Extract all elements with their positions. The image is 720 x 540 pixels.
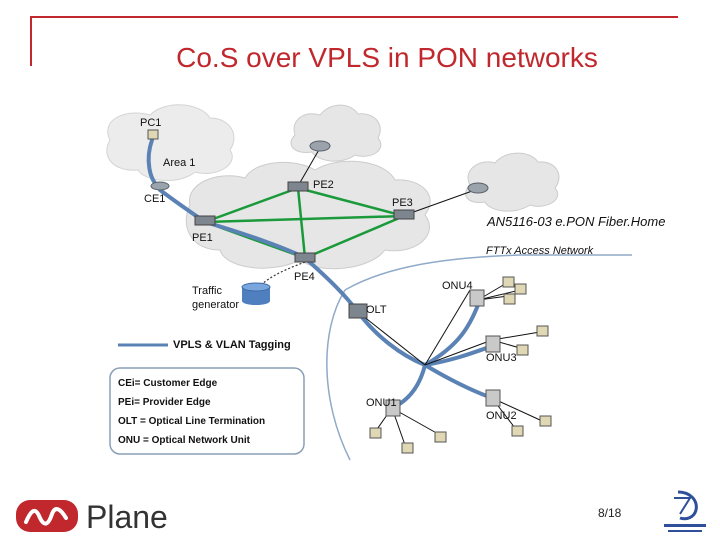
area-label: Area 1 — [163, 157, 195, 169]
pe2-label: PE2 — [313, 179, 334, 191]
plane-logo-mark — [16, 500, 78, 532]
page-number: 8/18 — [598, 506, 622, 520]
legend-item-onu: ONU = Optical Network Unit — [118, 435, 251, 446]
legend-item-olt: OLT = Optical Line Termination — [118, 416, 265, 427]
frame-top-line — [30, 16, 678, 18]
pc1-label: PC1 — [140, 117, 161, 129]
pc-icons — [369, 276, 552, 454]
onu-devices — [385, 289, 501, 417]
pe4-label: PE4 — [294, 271, 315, 283]
onu4-label: ONU4 — [442, 280, 473, 292]
vpls-tagging-label: VPLS & VLAN Tagging — [173, 339, 291, 351]
traffic-generator-icon — [241, 282, 271, 305]
pe3-label: PE3 — [392, 197, 413, 209]
onu2-label: ONU2 — [486, 410, 517, 422]
legend-box — [109, 367, 305, 455]
frame-left-line — [30, 16, 32, 66]
onu3-label: ONU3 — [486, 352, 517, 364]
legend-item-ce: CEi= Customer Edge — [118, 378, 218, 389]
eu-fp7-logo — [664, 490, 706, 532]
router-icons — [150, 140, 489, 194]
pc1-icon — [147, 129, 159, 140]
onu1-label: ONU1 — [366, 397, 397, 409]
plane-logo: Plane — [16, 499, 168, 535]
slide-title: Co.S over VPLS in PON networks — [176, 42, 598, 73]
switch-icons — [194, 181, 415, 319]
right-cloud — [465, 152, 560, 212]
fiberhome-label: AN5116-03 e.PON Fiber.Home — [486, 214, 665, 229]
core-cloud — [185, 160, 431, 270]
olt-label: OLT — [366, 304, 387, 316]
fttx-label: FTTx Access Network — [486, 245, 594, 257]
top-cloud — [290, 104, 382, 162]
plane-logo-text: Plane — [86, 499, 168, 535]
legend-item-pe: PEi= Provider Edge — [118, 397, 211, 408]
traffic-generator-label-1: Traffic — [192, 285, 222, 297]
pe1-label: PE1 — [192, 232, 213, 244]
traffic-generator-label-2: generator — [192, 299, 239, 311]
area-cloud — [106, 104, 235, 181]
ce1-label: CE1 — [144, 193, 165, 205]
fttx-boundary — [344, 254, 632, 291]
